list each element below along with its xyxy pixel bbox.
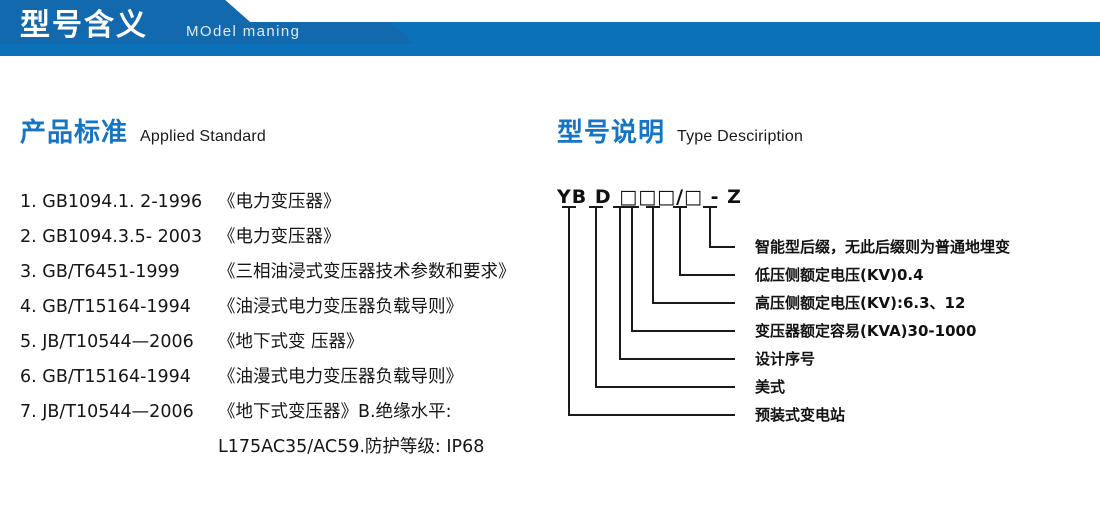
standard-continuation-line: L175AC35/AC59.防护等级: IP68 xyxy=(218,437,485,457)
standard-name: 《电力变压器》 xyxy=(218,192,341,212)
standard-name: 《油浸式电力变压器负载导则》 xyxy=(218,297,463,317)
leader-line xyxy=(631,207,735,332)
standard-code: 1. GB1094.1. 2-1996 xyxy=(20,192,203,212)
section-title-cn: 型号说明 xyxy=(557,118,666,148)
model-code-label: 设计序号 xyxy=(755,350,816,368)
standard-row: 7. JB/T10544—2006 《地下式变压器》B.绝缘水平: xyxy=(20,398,550,433)
leader-line xyxy=(595,207,735,388)
standard-code: 2. GB1094.3.5- 2003 xyxy=(20,227,203,247)
standard-name: 《地下式变 压器》 xyxy=(218,332,364,352)
leader-line xyxy=(619,207,735,360)
standard-code: 5. JB/T10544—2006 xyxy=(20,332,194,352)
standard-name: 《电力变压器》 xyxy=(218,227,341,247)
leader-line xyxy=(568,207,735,416)
model-code-label: 美式 xyxy=(755,378,786,396)
standard-row: 5. JB/T10544—2006 《地下式变 压器》 xyxy=(20,328,550,363)
banner-subtitle: MOdel maning xyxy=(186,23,301,40)
section-header-type-description: 型号说明 Type Desciription xyxy=(557,112,803,149)
standard-code: 6. GB/T15164-1994 xyxy=(20,367,191,387)
standard-name: 《油漫式电力变压器负载导则》 xyxy=(218,367,463,387)
standard-code: 3. GB/T6451-1999 xyxy=(20,262,180,282)
section-header-applied-standard: 产品标准 Applied Standard xyxy=(20,112,266,149)
standard-row: 1. GB1094.1. 2-1996 《电力变压器》 xyxy=(20,188,550,223)
banner-shape xyxy=(0,0,1100,56)
model-code-label: 预装式变电站 xyxy=(755,406,846,424)
standard-row: 4. GB/T15164-1994 《油浸式电力变压器负载导则》 xyxy=(20,293,550,328)
model-code-string: YB D □□□/□ - Z xyxy=(557,186,742,208)
standard-row: 2. GB1094.3.5- 2003 《电力变压器》 xyxy=(20,223,550,258)
model-code-label: 高压侧额定电压(KV):6.3、12 xyxy=(755,294,966,312)
leader-lines xyxy=(562,206,735,416)
leader-line xyxy=(679,207,735,276)
leader-line xyxy=(652,207,735,304)
model-code-label: 低压侧额定电压(KV)0.4 xyxy=(755,266,924,284)
leader-line xyxy=(709,207,735,248)
model-code-diagram: YB D □□□/□ - Z 智能型后缀，无此后缀则为普通地埋变低压侧额定电压(… xyxy=(545,185,1090,435)
standard-code: 4. GB/T15164-1994 xyxy=(20,297,191,317)
page-banner: 型号含义 MOdel maning xyxy=(0,0,1100,56)
section-title-en: Type Desciription xyxy=(677,128,804,145)
standard-name: 《三相油浸式变压器技术参数和要求》 xyxy=(218,262,516,282)
applied-standard-list: 1. GB1094.1. 2-1996《电力变压器》2. GB1094.3.5-… xyxy=(20,188,550,468)
section-title-cn: 产品标准 xyxy=(20,118,129,148)
banner-title: 型号含义 xyxy=(20,8,148,43)
standard-row: 6. GB/T15164-1994 《油漫式电力变压器负载导则》 xyxy=(20,363,550,398)
section-title-en: Applied Standard xyxy=(140,128,266,145)
model-code-label: 智能型后缀，无此后缀则为普通地埋变 xyxy=(755,238,1011,256)
standard-row: 3. GB/T6451-1999 《三相油浸式变压器技术参数和要求》 xyxy=(20,258,550,293)
standard-code: 7. JB/T10544—2006 xyxy=(20,402,194,422)
model-code-label: 变压器额定容易(KVA)30-1000 xyxy=(755,322,977,340)
standard-name: 《地下式变压器》B.绝缘水平: xyxy=(218,402,452,422)
